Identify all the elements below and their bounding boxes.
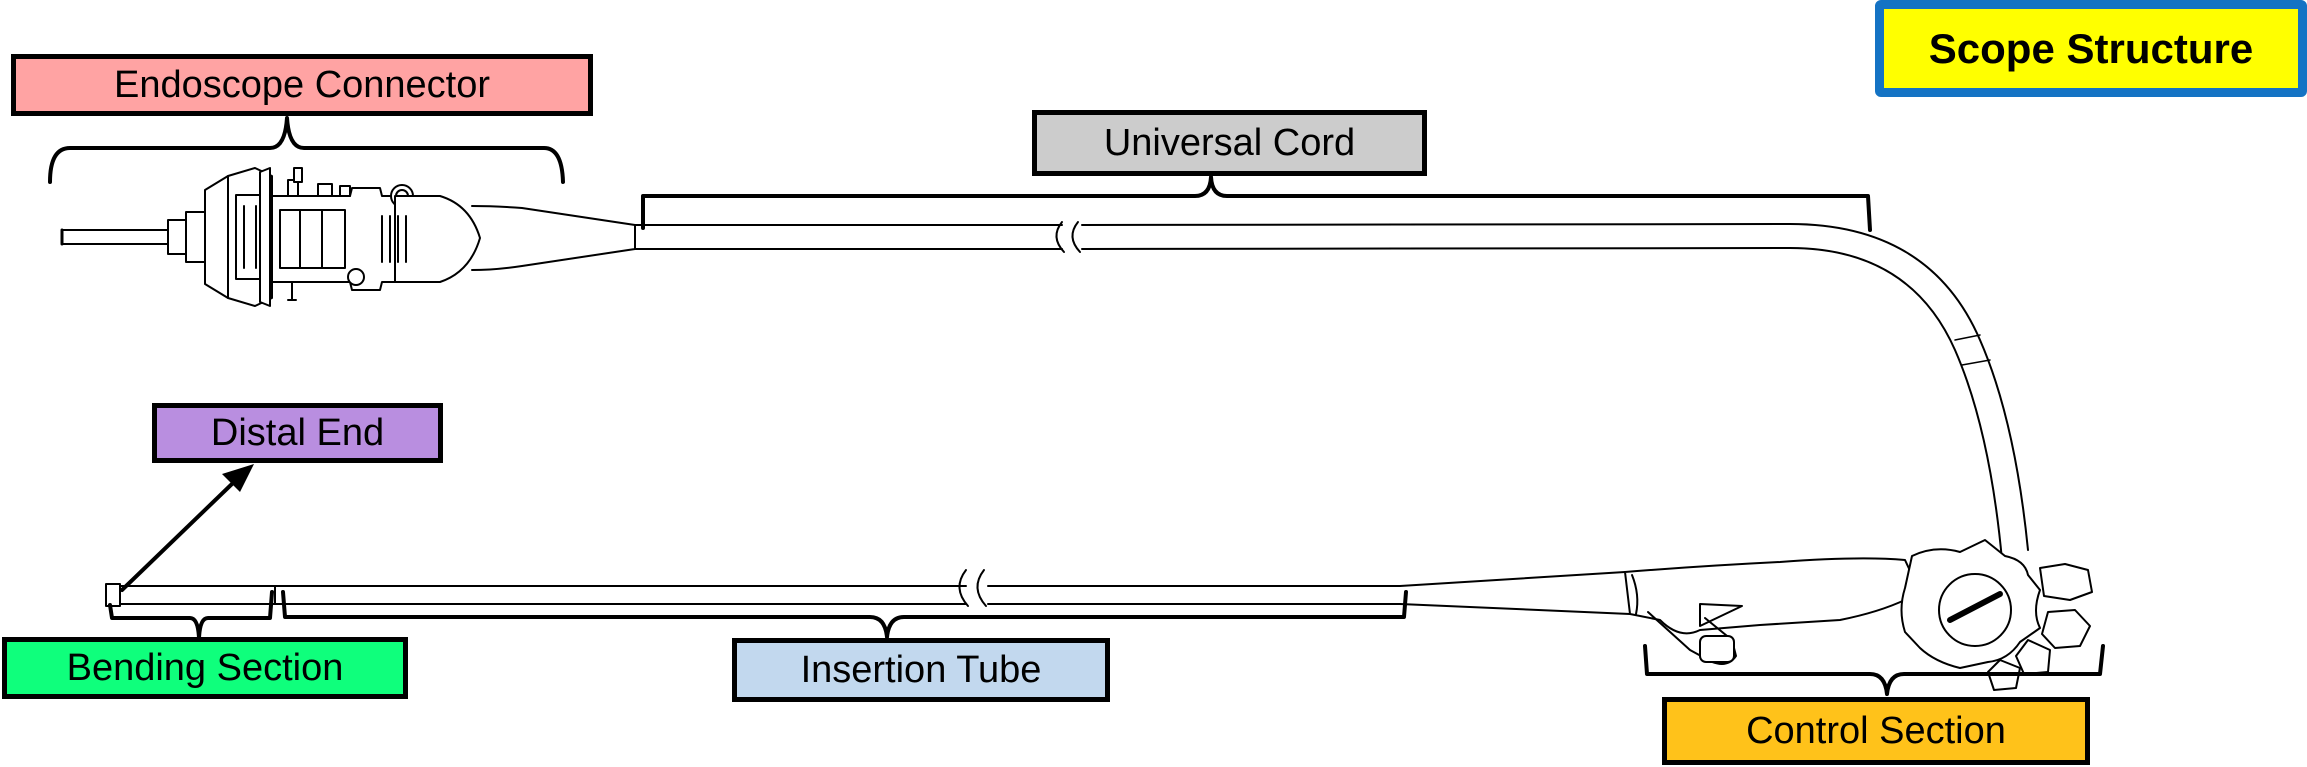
distal-end-arrow [120, 464, 254, 592]
label-bending-section-text: Bending Section [66, 646, 344, 689]
endoscope-connector-drawing [60, 167, 636, 307]
brackets [48, 116, 2105, 696]
label-insertion-tube: Insertion Tube [732, 638, 1110, 702]
label-control-section-text: Control Section [1746, 709, 2006, 752]
label-distal-end-text: Distal End [210, 411, 385, 454]
insertion-tube-drawing [105, 569, 1631, 615]
label-bending-section: Bending Section [2, 637, 408, 699]
label-endoscope-connector: Endoscope Connector [11, 54, 593, 116]
control-section-drawing [1624, 539, 2093, 691]
universal-cord-drawing [634, 221, 2029, 561]
insertion-tube-bracket [281, 590, 1408, 639]
label-control-section: Control Section [1662, 697, 2090, 765]
bending-section-bracket [108, 590, 274, 640]
diagram-title-text: Scope Structure [1928, 24, 2254, 72]
endoscope-connector-bracket [48, 116, 565, 184]
label-universal-cord-text: Universal Cord [1103, 121, 1356, 164]
control-section-bracket [1643, 644, 2105, 696]
universal-cord-bracket [641, 175, 1872, 232]
diagram-title: Scope Structure [1875, 0, 2307, 97]
label-endoscope-connector-text: Endoscope Connector [113, 63, 491, 106]
label-universal-cord: Universal Cord [1032, 110, 1427, 176]
label-distal-end: Distal End [152, 403, 443, 463]
label-insertion-tube-text: Insertion Tube [800, 648, 1042, 691]
